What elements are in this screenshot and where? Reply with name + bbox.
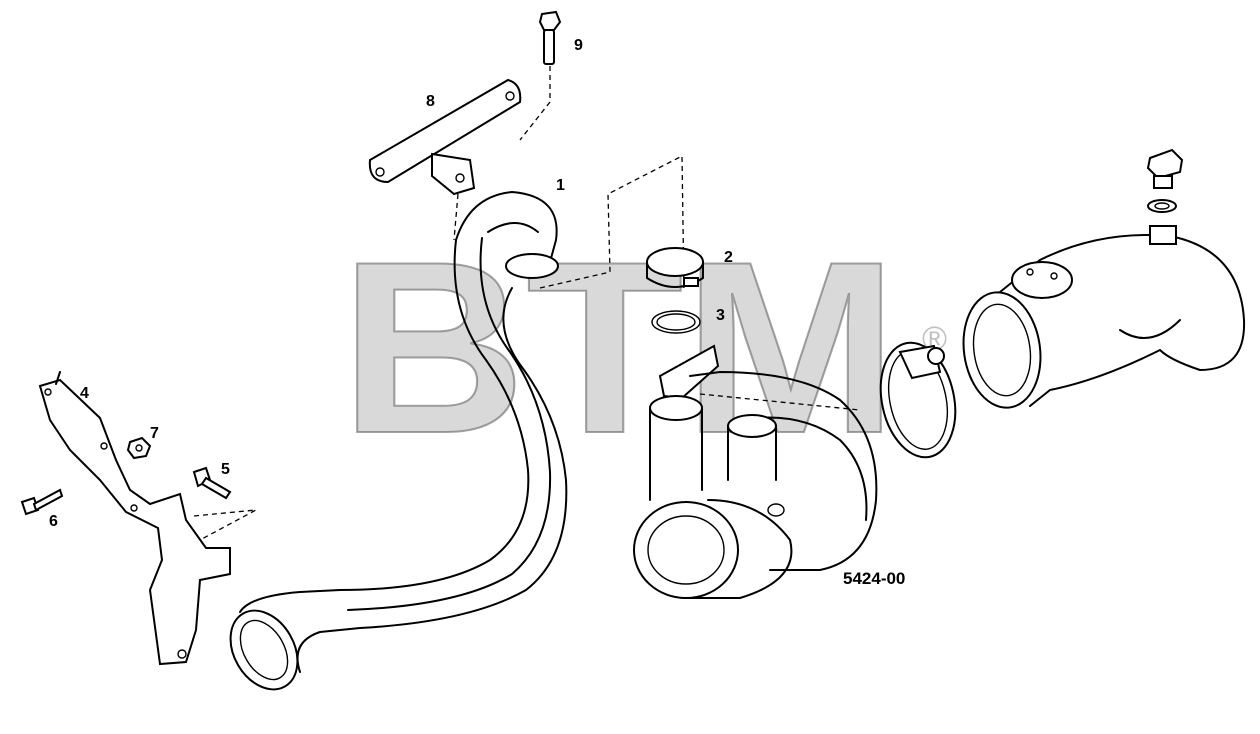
drawing-code: 5424-00 — [843, 569, 905, 588]
callout-4: 4 — [80, 385, 89, 402]
watermark: BTM ® — [339, 209, 947, 485]
hose-clamp-2 — [646, 247, 704, 288]
hose-clamp-large — [879, 341, 957, 459]
support-bracket-8 — [368, 78, 522, 241]
elbow-pipe — [962, 225, 1246, 409]
callout-7: 7 — [150, 425, 159, 442]
watermark-text: BTM — [340, 210, 898, 484]
turbocharger — [633, 344, 878, 599]
callout-9: 9 — [574, 37, 583, 54]
callout-8: 8 — [426, 93, 435, 110]
bolt-9 — [519, 10, 562, 141]
plug-bolt — [1146, 148, 1184, 189]
nut-7 — [126, 436, 152, 460]
callout-1: 1 — [556, 177, 565, 194]
callout-6: 6 — [49, 513, 58, 530]
bolt-5 — [192, 466, 232, 500]
o-ring-3 — [651, 310, 701, 334]
washer — [1147, 199, 1177, 213]
mounting-bracket-4 — [38, 371, 257, 666]
intake-pipe-1 — [229, 154, 685, 691]
bolt-6 — [20, 488, 64, 516]
callout-5: 5 — [221, 461, 230, 478]
callout-3: 3 — [716, 307, 725, 324]
callout-2: 2 — [724, 249, 733, 266]
